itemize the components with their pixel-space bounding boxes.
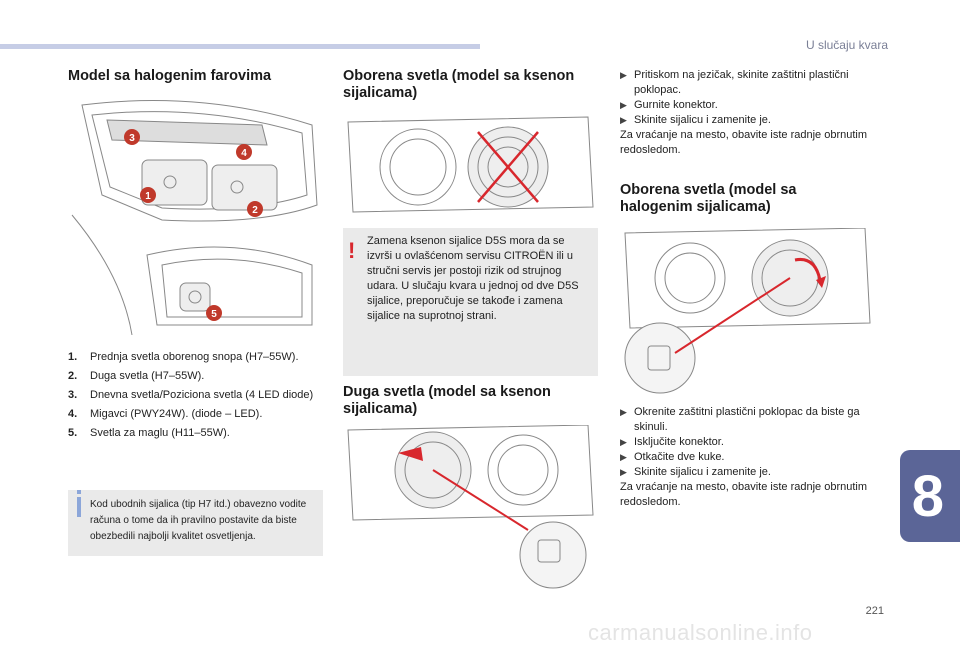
list-item: ▶Skinite sijalicu i zamenite je. bbox=[620, 466, 771, 478]
cross-mark bbox=[477, 131, 539, 203]
exclamation-icon: ! bbox=[348, 238, 356, 263]
list-item: ▶Pritiskom na jezičak, skinite zaštitni … bbox=[620, 69, 849, 96]
info-icon-bar bbox=[77, 497, 81, 517]
svg-text:4: 4 bbox=[241, 148, 247, 159]
list-item: 4.Migavci (PWY24W). (diode – LED). bbox=[68, 408, 263, 420]
info-note: Kod ubodnih sijalica (tip H7 itd.) obave… bbox=[68, 490, 323, 556]
callout-5: 5 bbox=[206, 305, 222, 321]
callout-3: 3 bbox=[124, 129, 140, 145]
list-item: ▶Okrenite zaštitni plastični poklopac da… bbox=[620, 406, 860, 433]
bulb-list: 1.Prednja svetla oborenog snopa (H7–55W)… bbox=[68, 350, 323, 445]
reassembly-note: Za vraćanje na mesto, obavite iste radnj… bbox=[620, 129, 868, 156]
svg-text:1: 1 bbox=[145, 191, 151, 202]
xenon-low-beam-title: Oborena svetla (model sa ksenon sijalica… bbox=[343, 68, 575, 101]
rotate-arrow-icon bbox=[794, 257, 822, 281]
chapter-number: 8 bbox=[911, 464, 944, 529]
svg-text:2: 2 bbox=[252, 205, 258, 216]
svg-text:3: 3 bbox=[129, 133, 135, 144]
halogen-low-beam-figure bbox=[624, 228, 871, 394]
chapter-tab bbox=[900, 450, 960, 542]
list-item: ▶Otkačite dve kuke. bbox=[620, 451, 725, 463]
xenon-low-beam-figure bbox=[347, 116, 594, 213]
halogen-steps: ▶Okrenite zaštitni plastični poklopac da… bbox=[620, 405, 880, 510]
list-item: ▶Gurnite konektor. bbox=[620, 99, 718, 111]
watermark: carmanualsonline.info bbox=[588, 620, 813, 645]
arrow-bullet-icon: ▶ bbox=[620, 115, 627, 125]
page-number: 221 bbox=[865, 605, 884, 617]
arrow-bullet-icon: ▶ bbox=[620, 407, 627, 417]
arrow-bullet-icon: ▶ bbox=[620, 70, 627, 80]
header-bar bbox=[0, 44, 480, 49]
halogen-model-title: Model sa halogenim farovima bbox=[68, 68, 272, 84]
xenon-high-beam-figure bbox=[347, 425, 594, 589]
xenon-steps: ▶Pritiskom na jezičak, skinite zaštitni … bbox=[620, 68, 880, 158]
list-item: ▶Isključite konektor. bbox=[620, 436, 724, 448]
warning-text: Zamena ksenon sijalice D5S mora da se iz… bbox=[367, 235, 579, 322]
halogen-low-beam-title: Oborena svetla (model sa halogenim sijal… bbox=[620, 182, 797, 215]
list-item: ▶Skinite sijalicu i zamenite je. bbox=[620, 114, 771, 126]
callout-1: 1 bbox=[140, 187, 156, 203]
info-icon bbox=[77, 490, 81, 494]
arrow-bullet-icon: ▶ bbox=[620, 100, 627, 110]
leader-line bbox=[432, 469, 529, 531]
arrow-head-icon bbox=[816, 276, 826, 288]
list-item: 2.Duga svetla (H7–55W). bbox=[68, 370, 205, 382]
section-title: U slučaju kvara bbox=[805, 38, 888, 52]
arrow-bullet-icon: ▶ bbox=[620, 437, 627, 447]
reassembly-note: Za vraćanje na mesto, obavite iste radnj… bbox=[620, 481, 868, 508]
list-item: 3.Dnevna svetla/Poziciona svetla (4 LED … bbox=[68, 389, 314, 401]
info-text: Kod ubodnih sijalica (tip H7 itd.) obave… bbox=[90, 499, 307, 542]
list-item: 1.Prednja svetla oborenog snopa (H7–55W)… bbox=[68, 351, 299, 363]
xenon-high-beam-title: Duga svetla (model sa ksenon sijalicama) bbox=[343, 384, 551, 417]
list-item: 5.Svetla za maglu (H11–55W). bbox=[68, 427, 230, 439]
headlamp-halogen-figure: 3 4 1 2 5 bbox=[71, 100, 318, 335]
arrow-bullet-icon: ▶ bbox=[620, 467, 627, 477]
callout-2: 2 bbox=[247, 201, 263, 217]
callout-4: 4 bbox=[236, 144, 252, 160]
arrow-bullet-icon: ▶ bbox=[620, 452, 627, 462]
rotate-arrow-icon bbox=[398, 447, 423, 461]
leader-line bbox=[674, 277, 791, 354]
svg-text:5: 5 bbox=[211, 309, 217, 320]
warning-note: ! Zamena ksenon sijalice D5S mora da se … bbox=[343, 228, 598, 376]
